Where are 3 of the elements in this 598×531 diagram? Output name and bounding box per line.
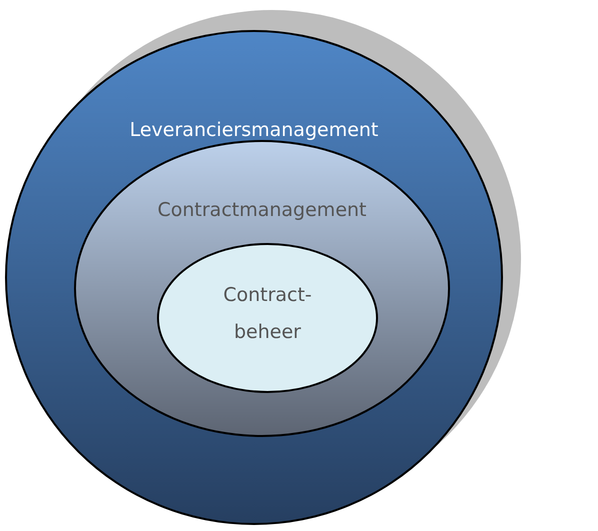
node-label: Contractmanagement	[156, 198, 368, 222]
node-label: Leveranciersmanagement	[128, 118, 380, 142]
node-label: Contract- beheer	[222, 283, 313, 345]
